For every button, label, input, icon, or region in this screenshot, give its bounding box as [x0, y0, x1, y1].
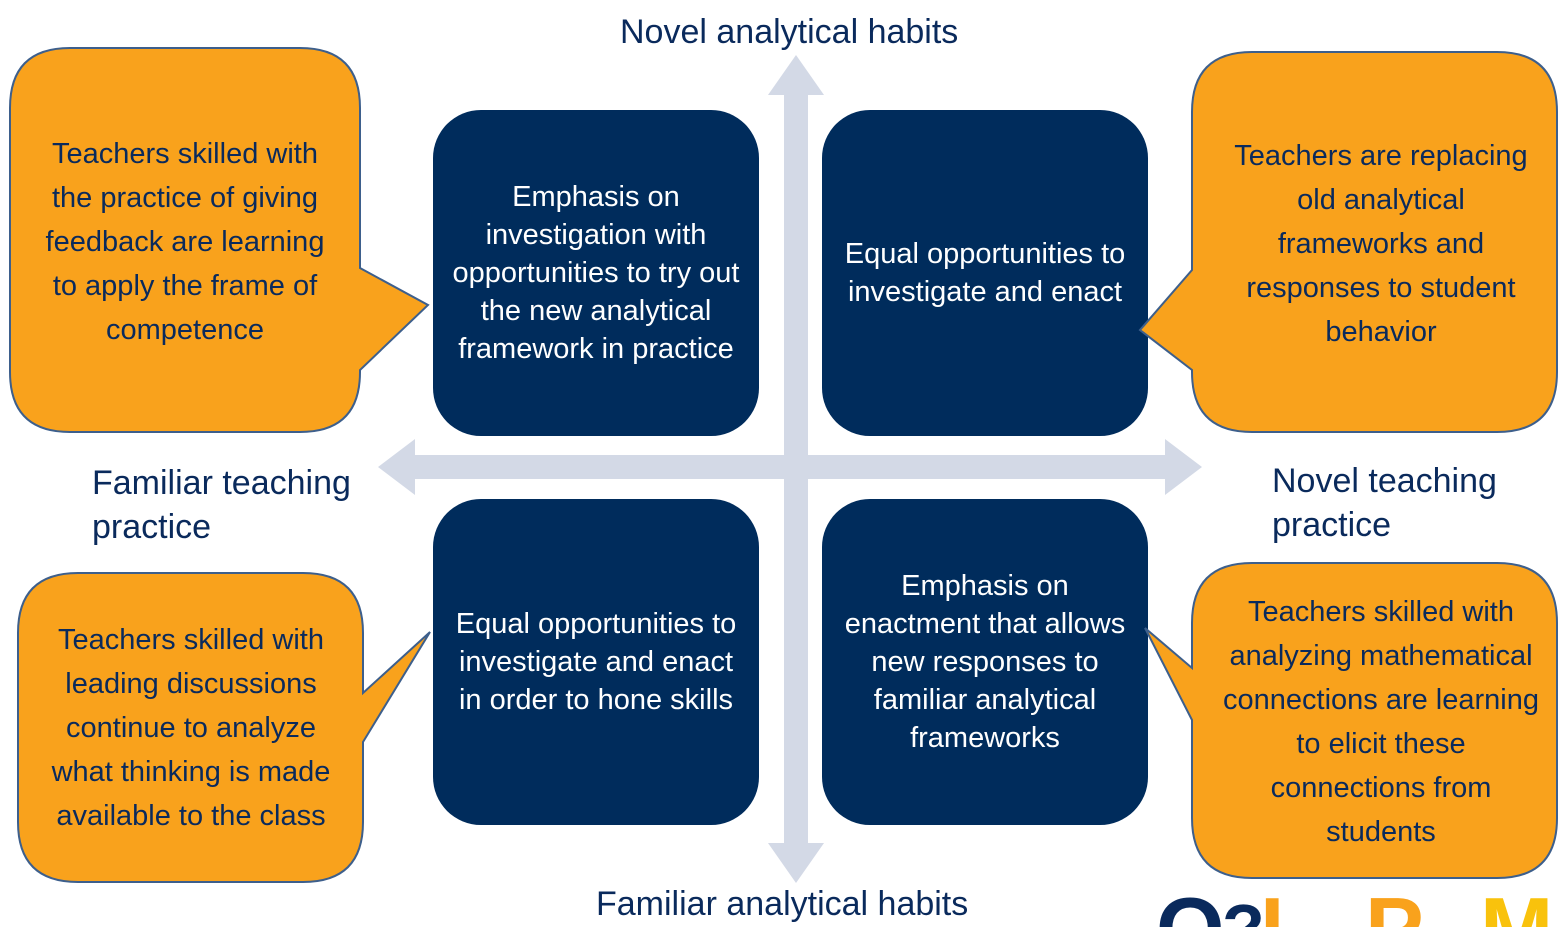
axis-label-left: Familiar teaching practice	[92, 464, 351, 546]
quadrant-bottom-left: Equal opportunities to investigate and e…	[433, 499, 759, 825]
logo-letter-q: Q	[1156, 885, 1224, 927]
logo-question-mark: ?	[1222, 885, 1265, 927]
logo-letter-p: P	[1365, 885, 1424, 927]
callout-bottom-left-shape	[17, 572, 431, 883]
callout-bottom-right-text: Teachers skilled with analyzing mathemat…	[1223, 596, 1539, 848]
horizontal-axis-arrow	[378, 439, 1202, 495]
axis-label-top: Novel analytical habits	[620, 13, 959, 51]
quadrant-bottom-left-text: Equal opportunities to investigate and e…	[455, 608, 737, 716]
quadrant-top-left-text: Emphasis on investigation with opportuni…	[452, 181, 740, 365]
callout-bottom-left-text: Teachers skilled with leading discussion…	[51, 624, 331, 832]
quadrant-top-right: Equal opportunities to investigate and e…	[822, 110, 1148, 436]
callout-top-right-text: Teachers are replacing old analytical fr…	[1234, 140, 1528, 348]
callout-top-right-shape	[1138, 51, 1558, 433]
quadrant-top-left: Emphasis on investigation with opportuni…	[433, 110, 759, 436]
axis-label-bottom: Familiar analytical habits	[596, 885, 969, 923]
logo-letter-m: M	[1480, 885, 1553, 927]
quadrant-bottom-right: Emphasis on enactment that allows new re…	[822, 499, 1148, 825]
logo: Q ? L P M	[1150, 885, 1559, 927]
callout-top-left-shape	[9, 47, 430, 433]
axis-label-right: Novel teaching practice	[1272, 462, 1497, 544]
quadrant-bottom-right-text: Emphasis on enactment that allows new re…	[844, 570, 1126, 754]
quadrant-top-right-text: Equal opportunities to investigate and e…	[844, 238, 1126, 308]
callout-top-left-text: Teachers skilled with the practice of gi…	[45, 138, 325, 346]
logo-letter-l: L	[1260, 885, 1314, 927]
callout-bottom-right-shape	[1144, 562, 1558, 879]
